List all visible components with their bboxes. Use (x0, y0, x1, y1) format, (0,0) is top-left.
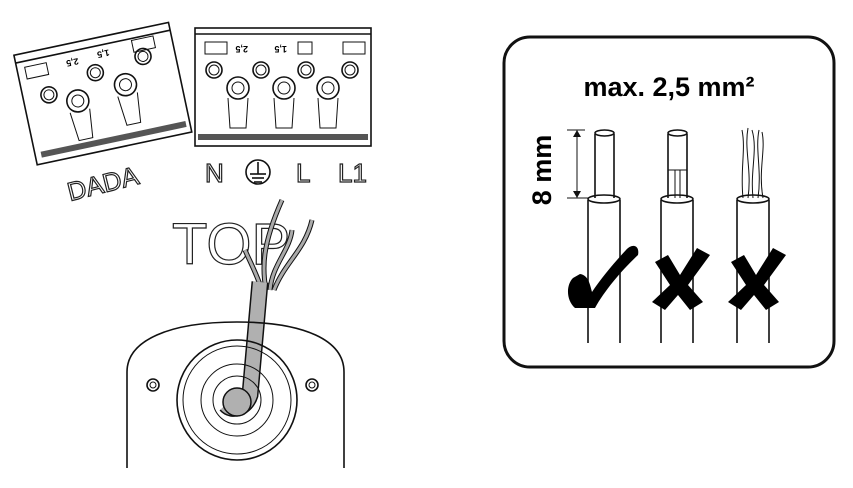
protective-earth-icon (245, 159, 271, 185)
connector-label-dada: DADA (64, 160, 142, 207)
max-cross-section-label: max. 2,5 mm² (583, 72, 754, 102)
cross-icon (652, 248, 710, 310)
wire-stranded (736, 127, 770, 343)
wire-spec-panel: max. 2,5 mm² 8 mm (502, 35, 836, 369)
wire-solid (587, 129, 621, 343)
terminal-label-n: N (205, 158, 224, 188)
cross-icon (728, 248, 786, 310)
right-connector: 2,5 1,5 (194, 27, 372, 147)
check-icon (567, 245, 639, 308)
terminal-label-l: L (296, 158, 310, 188)
terminal-label-l1: L1 (338, 158, 367, 188)
rating-label: 2,5 (65, 56, 79, 68)
rating-label: 1,5 (96, 47, 110, 59)
strip-length-label: 8 mm (527, 135, 557, 206)
left-connector: 2,5 1,5 (12, 21, 193, 166)
dimension-arrow (567, 129, 588, 199)
rating-label: 1,5 (274, 44, 287, 54)
rating-label: 2,5 (235, 44, 248, 54)
motor-housing (126, 321, 345, 468)
